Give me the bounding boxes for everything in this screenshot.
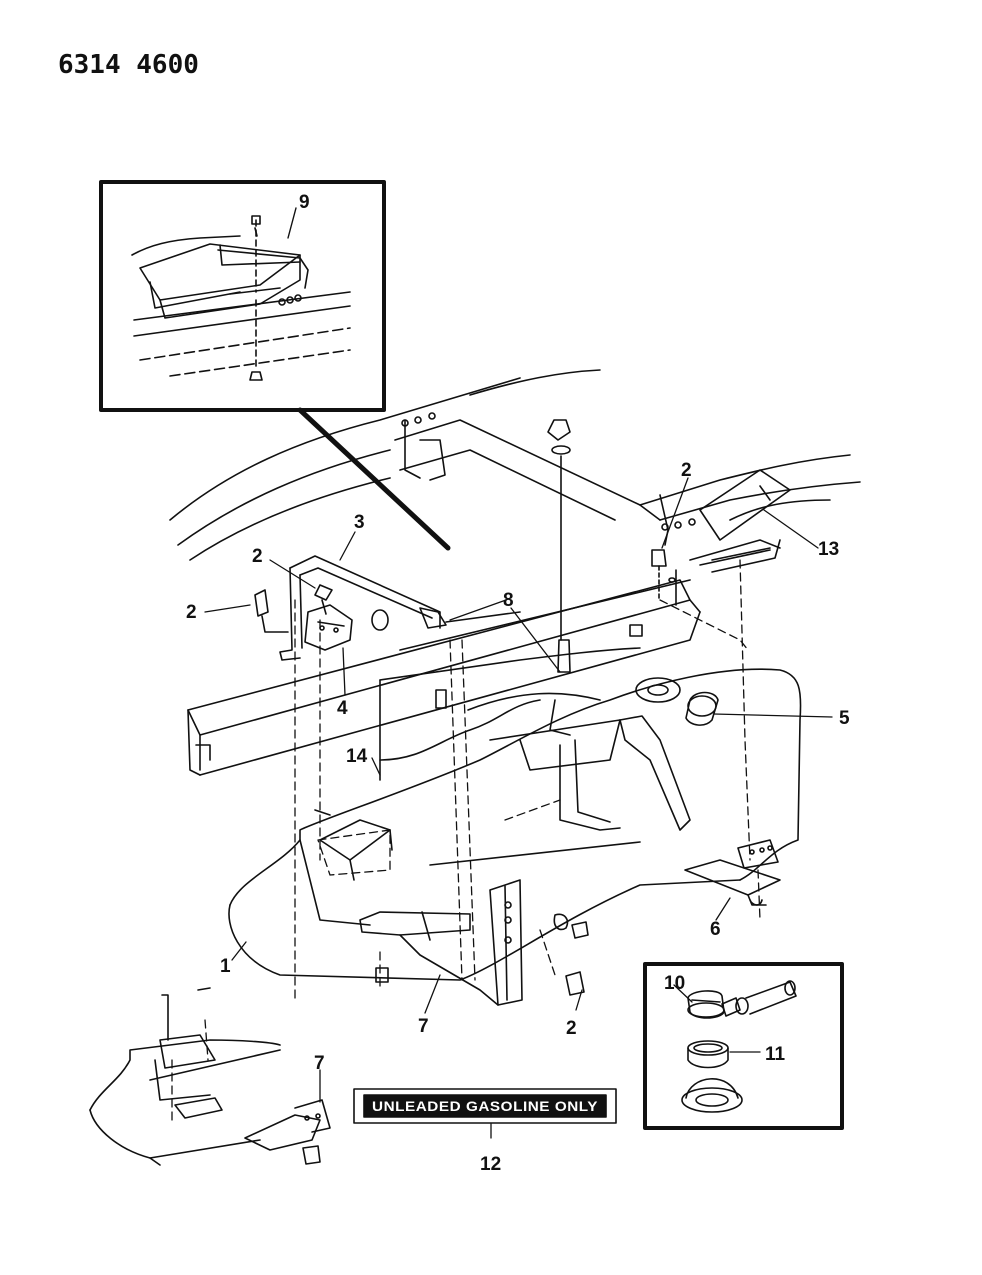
callout-7b: 7 bbox=[314, 1053, 325, 1074]
callout-10: 10 bbox=[664, 973, 685, 994]
callout-2a: 2 bbox=[186, 602, 197, 623]
callout-labels: 1 2 2 2 2 3 4 5 6 7 7 8 9 10 11 12 13 14… bbox=[186, 192, 850, 1175]
part-code: 6314 4600 bbox=[58, 50, 199, 80]
callout-4: 4 bbox=[337, 698, 348, 719]
callout-11: 11 bbox=[765, 1044, 786, 1065]
leader-lines bbox=[205, 478, 832, 1138]
callout-9: 9 bbox=[299, 192, 310, 213]
fuel-line-14 bbox=[380, 700, 540, 760]
callout-12: 12 bbox=[480, 1154, 501, 1175]
alignment-lines bbox=[172, 560, 760, 1120]
frame-extension-13 bbox=[712, 486, 830, 572]
callout-6: 6 bbox=[710, 919, 721, 940]
callout-7a: 7 bbox=[418, 1016, 429, 1037]
vehicle-frame bbox=[170, 370, 860, 775]
frame-inset-9 bbox=[101, 182, 384, 410]
hardware-stack bbox=[436, 420, 676, 708]
callout-2b: 2 bbox=[252, 546, 263, 567]
callout-5: 5 bbox=[839, 708, 850, 729]
decal-text: UNLEADED GASOLINE ONLY bbox=[372, 1098, 598, 1114]
tank-view-alt bbox=[90, 988, 330, 1165]
filler-cap-inset bbox=[645, 964, 842, 1128]
callout-14: 14 bbox=[346, 746, 368, 767]
callout-2d: 2 bbox=[681, 460, 692, 481]
fuel-tank-1 bbox=[229, 648, 801, 980]
support-strap-3 bbox=[255, 556, 520, 660]
callout-13: 13 bbox=[818, 539, 839, 560]
tank-pad-left bbox=[320, 820, 392, 880]
callout-8: 8 bbox=[503, 590, 514, 611]
callout-3: 3 bbox=[354, 512, 365, 533]
decal-12 bbox=[354, 1089, 616, 1123]
callout-2c: 2 bbox=[566, 1018, 577, 1039]
support-strap-7 bbox=[360, 880, 588, 1005]
callout-1: 1 bbox=[220, 956, 231, 977]
support-bracket-6 bbox=[685, 840, 780, 905]
